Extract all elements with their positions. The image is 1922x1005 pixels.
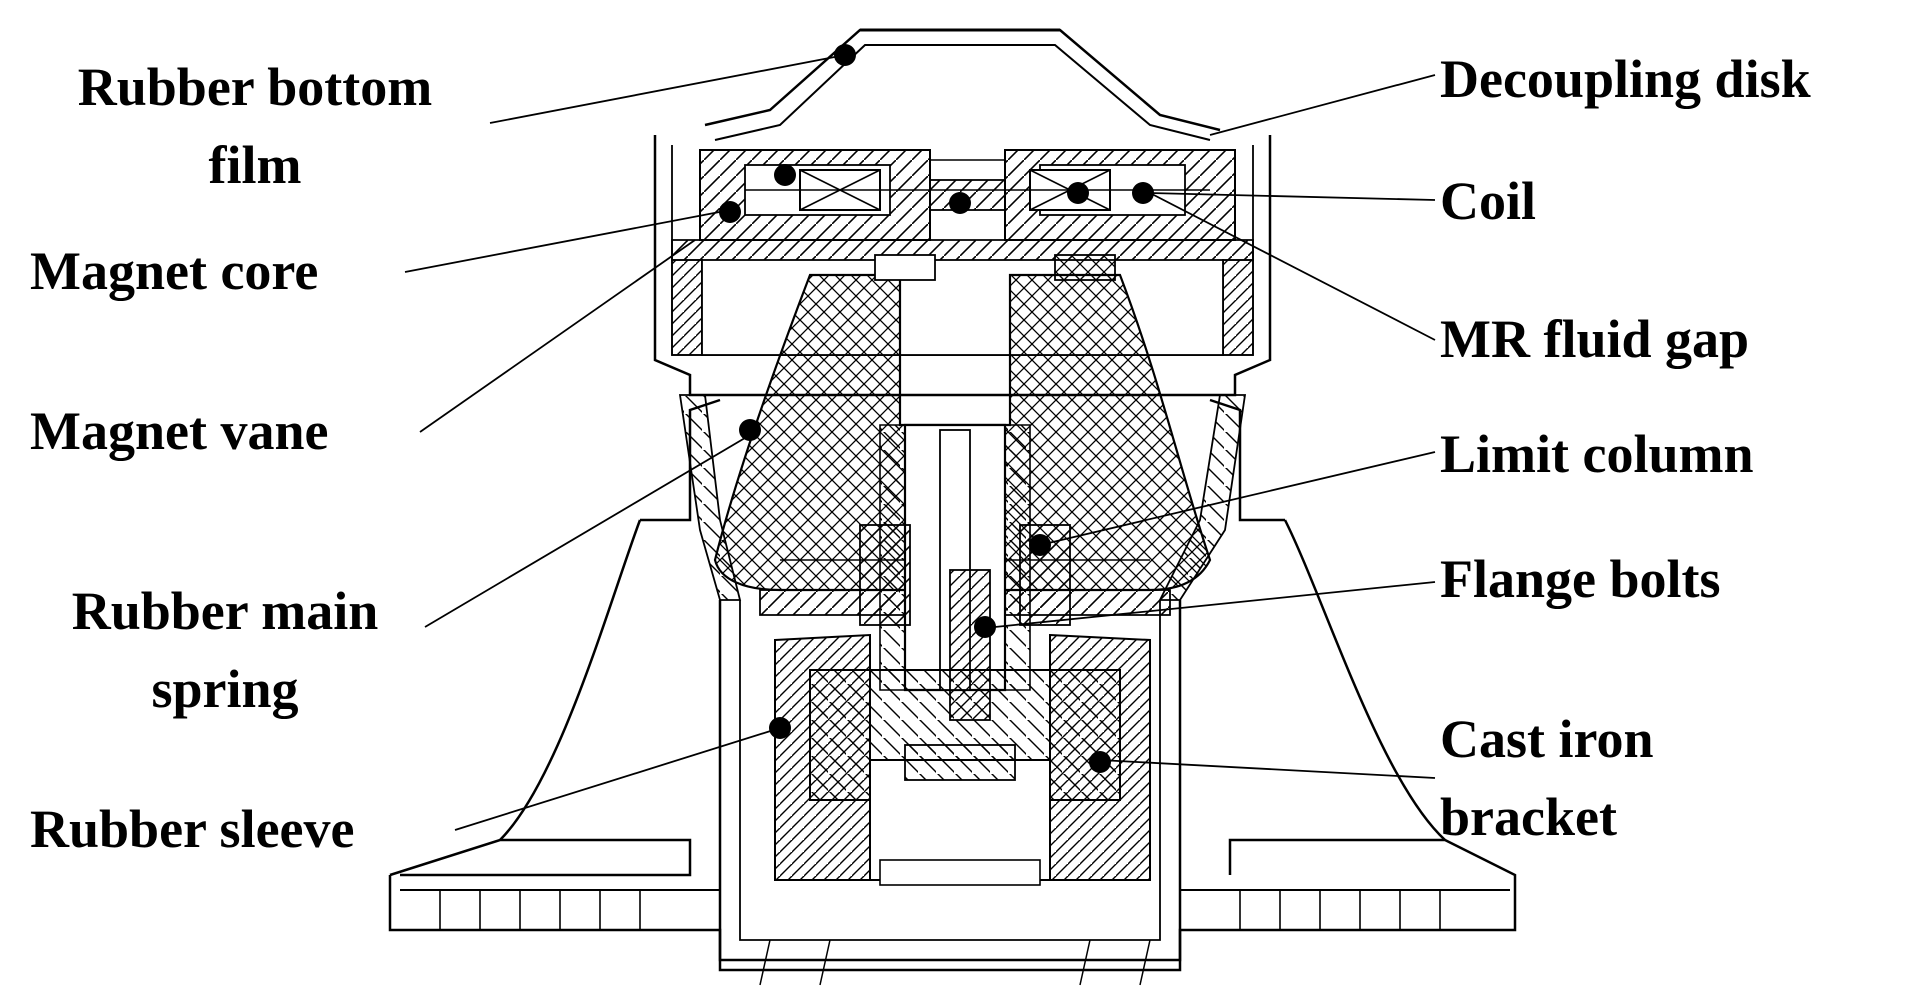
mount-outline: [388, 28, 1517, 986]
label-rubber-bottom-film-line2: film: [208, 135, 302, 195]
flange-ribs: [439, 890, 1441, 930]
label-coil: Coil: [1440, 171, 1537, 231]
label-cast-iron-bracket-line2: bracket: [1440, 787, 1617, 847]
label-rubber-main-spring-line2: spring: [151, 659, 299, 719]
bracket-right-leg: [1283, 519, 1446, 841]
label-cast-iron-bracket-line1: Cast iron: [1440, 709, 1654, 769]
flange-bolt-left: [859, 524, 911, 626]
lower-housing: [718, 600, 1182, 962]
label-rubber-main-spring: Rubber main spring: [30, 572, 420, 728]
label-magnet-core: Magnet core: [30, 241, 319, 301]
leader-lines: [404, 54, 1436, 831]
label-decoupling-disk: Decoupling disk: [1440, 49, 1811, 109]
label-limit-column: Limit column: [1440, 424, 1754, 484]
label-magnet-vane: Magnet vane: [30, 401, 329, 461]
label-cast-iron-bracket: Cast iron bracket: [1440, 700, 1654, 856]
label-rubber-sleeve: Rubber sleeve: [30, 799, 355, 859]
bracket-left-leg: [499, 519, 642, 841]
label-rubber-bottom-film-line1: Rubber bottom: [77, 57, 433, 117]
label-rubber-bottom-film: Rubber bottom film: [30, 48, 480, 204]
base-flange-left: [389, 838, 692, 877]
label-rubber-main-spring-line1: Rubber main: [71, 581, 379, 641]
label-mr-fluid-gap: MR fluid gap: [1440, 309, 1750, 369]
label-flange-bolts: Flange bolts: [1440, 549, 1721, 609]
upper-housing: [653, 135, 1272, 397]
callout-dots: [719, 44, 1154, 773]
